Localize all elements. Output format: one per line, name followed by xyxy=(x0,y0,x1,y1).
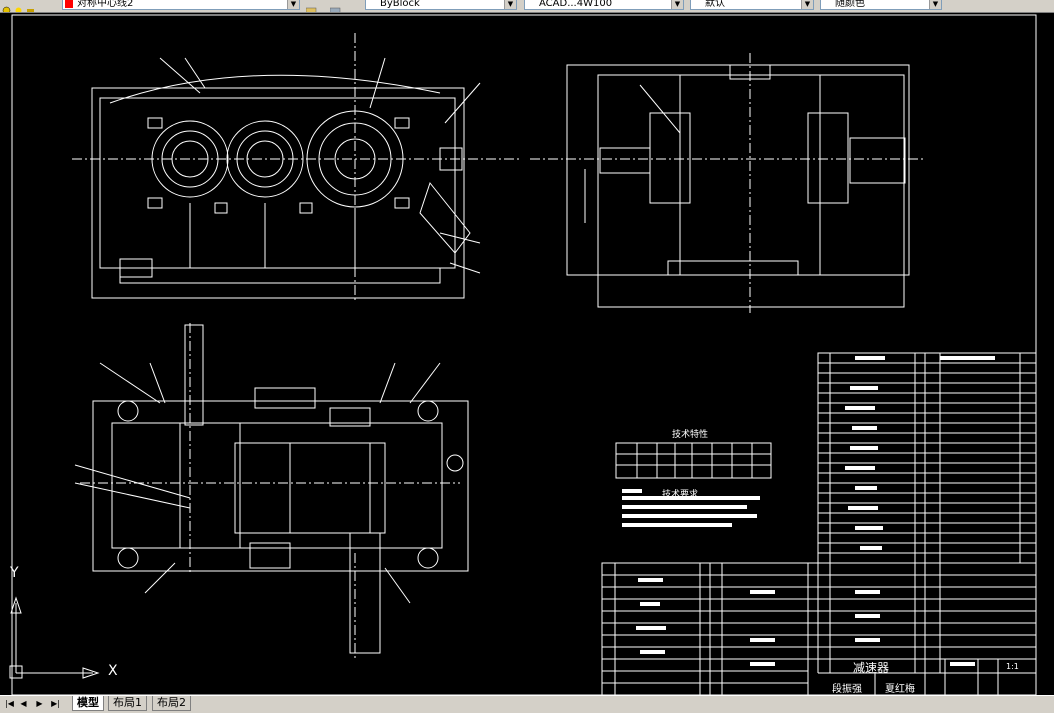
lock-icon[interactable] xyxy=(26,0,35,12)
properties-toolbar: 对称中心线2 ▼ ByBlock ▼ ACAD...4W100 ▼ 默认 ▼ 随… xyxy=(0,0,1054,13)
linetype-value: ByBlock xyxy=(380,0,420,9)
ucs-y-label: Y xyxy=(10,565,19,581)
chevron-down-icon[interactable]: ▼ xyxy=(671,0,683,9)
tab-layout2[interactable]: 布局2 xyxy=(152,696,191,711)
chevron-down-icon[interactable]: ▼ xyxy=(504,0,516,9)
layer-value: 对称中心线2 xyxy=(77,0,134,9)
side-view xyxy=(530,53,925,313)
tech-requirements-text xyxy=(622,489,760,527)
layer-color-swatch xyxy=(65,0,73,8)
layer-dropdown[interactable]: 对称中心线2 ▼ xyxy=(62,0,300,10)
make-current-layer-icon[interactable] xyxy=(305,0,317,12)
title-block-designer: 段振强 xyxy=(832,684,862,695)
lineweight-value: ACAD...4W100 xyxy=(539,0,613,9)
chevron-down-icon[interactable]: ▼ xyxy=(929,0,941,9)
first-tab-icon[interactable]: |◀ xyxy=(5,699,14,708)
parts-list-table xyxy=(817,352,1037,564)
layer-previous-icon[interactable] xyxy=(329,0,341,12)
tech-characteristics-title: 技术特性 xyxy=(672,430,709,440)
linetype-dropdown[interactable]: ByBlock ▼ xyxy=(365,0,517,10)
drawing-frame xyxy=(11,14,1037,695)
tab-model[interactable]: 模型 xyxy=(72,696,104,711)
sun-icon[interactable] xyxy=(14,0,23,12)
layout-tab-bar: |◀ ◀ ▶ ▶| 模型 布局1 布局2 xyxy=(0,695,1054,713)
layer-state-icon[interactable] xyxy=(2,0,11,12)
cad-drawing xyxy=(11,14,1037,695)
front-view xyxy=(72,33,520,303)
title-block xyxy=(601,562,1037,695)
title-block-scale: 1:1 xyxy=(1006,662,1019,671)
tab-layout1[interactable]: 布局1 xyxy=(108,696,147,711)
top-section-view xyxy=(74,323,469,658)
chevron-down-icon[interactable]: ▼ xyxy=(287,0,299,9)
lineweight-dropdown[interactable]: ACAD...4W100 ▼ xyxy=(524,0,684,10)
tech-requirements-title: 技术要求 xyxy=(662,490,699,500)
ucs-icon: Y X xyxy=(8,565,118,683)
plotstyle-value: 默认 xyxy=(705,0,725,9)
next-tab-icon[interactable]: ▶ xyxy=(36,699,43,708)
ucs-axes xyxy=(9,596,100,679)
title-block-checker: 夏红梅 xyxy=(885,684,915,695)
chevron-down-icon[interactable]: ▼ xyxy=(801,0,813,9)
title-block-name: 减速器 xyxy=(853,661,890,675)
last-tab-icon[interactable]: ▶| xyxy=(51,699,60,708)
prev-tab-icon[interactable]: ◀ xyxy=(20,699,27,708)
model-space-canvas[interactable]: 技术特性 技术要求 减速器 段振强 夏红梅 1:1 Y X xyxy=(0,13,1054,695)
tech-characteristics-table xyxy=(615,442,772,479)
parts-list-text xyxy=(636,356,995,666)
ucs-x-label: X xyxy=(108,663,118,679)
color-dropdown[interactable]: 随颜色 ▼ xyxy=(820,0,942,10)
color-value: 随颜色 xyxy=(835,0,865,9)
plotstyle-dropdown[interactable]: 默认 ▼ xyxy=(690,0,814,10)
